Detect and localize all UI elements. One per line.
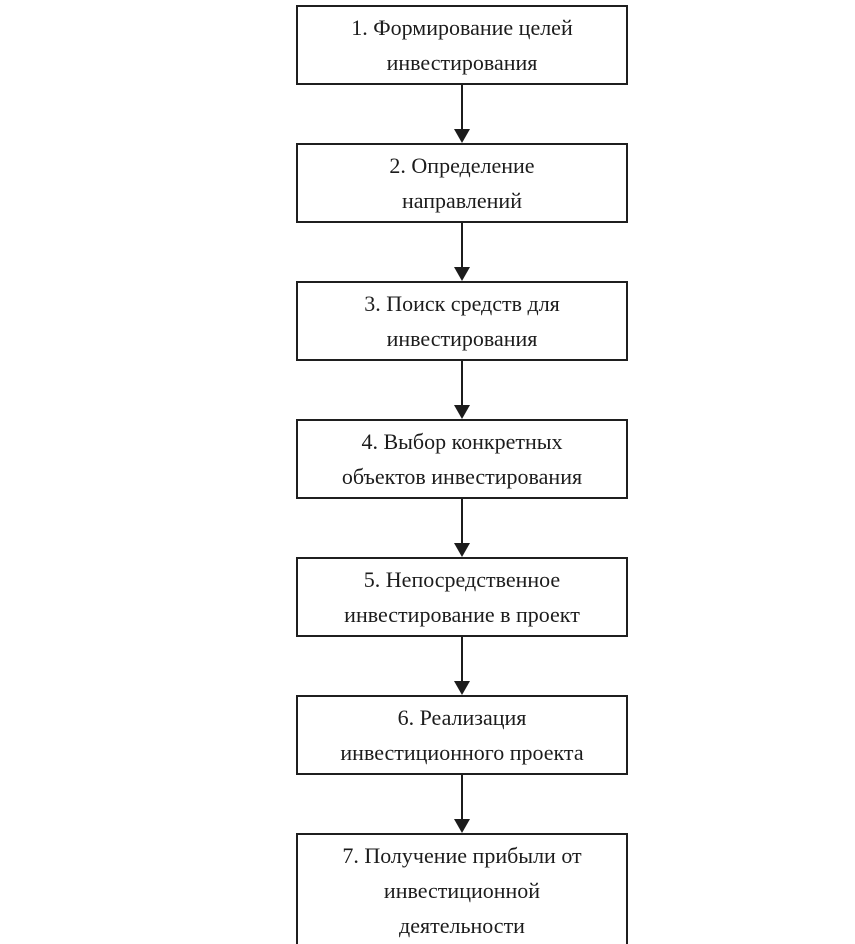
step-box-3: 3. Поиск средств для инвестирования — [296, 281, 628, 361]
arrow-shaft — [461, 223, 463, 267]
step-label-line: направлений — [402, 188, 522, 213]
step-box-1: 1. Формирование целей инвестирования — [296, 5, 628, 85]
step-box-2: 2. Определение направлений — [296, 143, 628, 223]
arrow-head-icon — [454, 129, 470, 143]
step-label-line: 1. Формирование целей — [351, 15, 573, 40]
step-box-7: 7. Получение прибыли от инвестиционной д… — [296, 833, 628, 944]
step-label-line: инвестиционной — [383, 878, 541, 903]
down-arrow — [454, 223, 470, 281]
down-arrow — [454, 775, 470, 833]
arrow-head-icon — [454, 681, 470, 695]
step-label-line: 4. Выбор конкретных — [361, 429, 563, 454]
arrow-head-icon — [454, 267, 470, 281]
step-label-line: инвестиционного проекта — [340, 740, 584, 765]
step-label-line: объектов инвестирования — [341, 464, 583, 489]
step-label-line: 6. Реализация — [397, 705, 527, 730]
step-label-line: инвестирования — [386, 326, 538, 351]
step-label-line: инвестирования — [386, 50, 538, 75]
arrow-head-icon — [454, 405, 470, 419]
down-arrow — [454, 361, 470, 419]
down-arrow — [454, 499, 470, 557]
step-box-5: 5. Непосредственное инвестирование в про… — [296, 557, 628, 637]
step-label-line: 2. Определение — [389, 153, 535, 178]
step-label-line: деятельности — [399, 913, 525, 938]
down-arrow — [454, 637, 470, 695]
flowchart-column: 1. Формирование целей инвестирования 2. … — [296, 5, 628, 944]
arrow-head-icon — [454, 543, 470, 557]
step-label-line: 5. Непосредственное — [363, 567, 561, 592]
step-box-4: 4. Выбор конкретных объектов инвестирова… — [296, 419, 628, 499]
step-label-line: инвестирование в проект — [344, 602, 580, 627]
step-label-line: 7. Получение прибыли от — [342, 843, 582, 868]
step-box-6: 6. Реализация инвестиционного проекта — [296, 695, 628, 775]
down-arrow — [454, 85, 470, 143]
arrow-shaft — [461, 775, 463, 819]
arrow-head-icon — [454, 819, 470, 833]
step-label-line: 3. Поиск средств для — [364, 291, 560, 316]
arrow-shaft — [461, 361, 463, 405]
arrow-shaft — [461, 499, 463, 543]
arrow-shaft — [461, 85, 463, 129]
arrow-shaft — [461, 637, 463, 681]
